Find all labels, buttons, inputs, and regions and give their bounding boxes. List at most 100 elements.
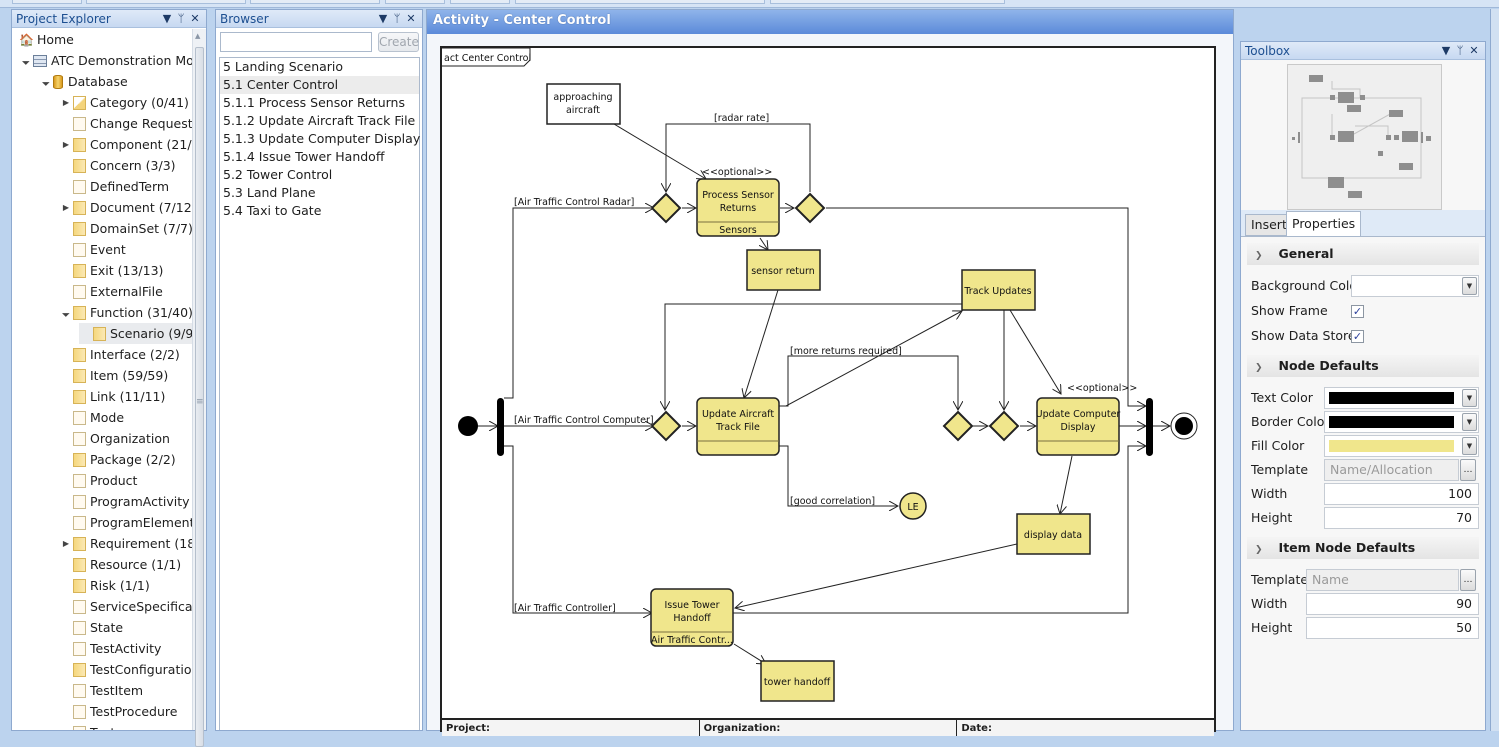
item-display-data[interactable] <box>1016 513 1091 555</box>
browser-list-item[interactable]: 5.3 Land Plane <box>223 185 316 200</box>
tab-insert[interactable]: Insert <box>1245 214 1293 236</box>
node-height-field[interactable]: 70 <box>1324 507 1479 529</box>
tree-item[interactable]: Item (59/59) <box>59 365 168 386</box>
tree-item[interactable]: State <box>59 617 123 638</box>
node-width-field[interactable]: 100 <box>1324 483 1479 505</box>
collapse-arrow-icon[interactable]: ▶ <box>62 140 70 149</box>
tree-item[interactable]: ▶Requirement (18/ <box>59 533 192 554</box>
dropdown-icon[interactable]: ▼ <box>1441 44 1451 57</box>
tree-item[interactable]: Package (2/2) <box>59 449 176 470</box>
item-approaching-aircraft[interactable] <box>546 83 621 125</box>
tree-item[interactable]: ▶Category (0/41) <box>59 92 189 113</box>
close-icon[interactable]: ✕ <box>190 12 200 25</box>
dropdown-arrow-icon[interactable]: ▼ <box>1462 437 1477 455</box>
dropdown-icon[interactable]: ▼ <box>378 12 388 25</box>
item-width-field[interactable]: 90 <box>1306 593 1479 615</box>
merge-node-track[interactable] <box>988 410 1020 442</box>
item-tower-handoff[interactable] <box>760 660 835 702</box>
browser-search-input[interactable] <box>220 32 372 52</box>
fork-bar[interactable] <box>497 398 504 456</box>
tree-item[interactable]: Resource (1/1) <box>59 554 181 575</box>
tree-item[interactable]: DomainSet (7/7) <box>59 218 192 239</box>
section-general[interactable]: ❯General <box>1247 243 1479 265</box>
pin-icon[interactable]: ᛘ <box>393 12 401 25</box>
template-browse-button[interactable]: … <box>1460 459 1476 481</box>
browser-list-item[interactable]: 5 Landing Scenario <box>223 59 344 74</box>
border-color-picker[interactable]: ▼ <box>1324 411 1479 433</box>
expand-arrow-icon[interactable]: ◢ <box>41 76 51 87</box>
section-node-defaults[interactable]: ❯Node Defaults <box>1247 355 1479 377</box>
tree-item[interactable]: Risk (1/1) <box>59 575 150 596</box>
toolbar-tab[interactable] <box>385 0 445 4</box>
toolbar-tab[interactable] <box>12 0 82 4</box>
tree-item[interactable]: Organization <box>59 428 170 449</box>
browser-list-item[interactable]: 5.1.2 Update Aircraft Track File <box>223 113 416 128</box>
browser-list-item[interactable]: 5.1 Center Control <box>220 76 419 94</box>
text-color-picker[interactable]: ▼ <box>1324 387 1479 409</box>
tree-item[interactable]: Scenario (9/9) <box>79 323 192 344</box>
close-icon[interactable]: ✕ <box>1469 44 1479 57</box>
dropdown-arrow-icon[interactable]: ▼ <box>1462 389 1477 407</box>
merge-node-computer[interactable] <box>650 410 682 442</box>
toolbar-tab[interactable] <box>86 0 246 4</box>
tree-item[interactable]: Product <box>59 470 137 491</box>
show-data-stores-checkbox[interactable]: ✓ <box>1351 330 1364 343</box>
tree-item[interactable]: ExternalFile <box>59 281 163 302</box>
scroll-up-icon[interactable]: ▲ <box>195 32 201 40</box>
pin-icon[interactable]: ᛘ <box>1456 44 1464 57</box>
browser-list-item[interactable]: 5.2 Tower Control <box>223 167 333 182</box>
merge-node-radar[interactable] <box>650 192 682 224</box>
diagram-overview-minimap[interactable] <box>1287 64 1442 210</box>
diagram-canvas[interactable]: act Center Control <box>440 46 1216 736</box>
fill-color-picker[interactable]: ▼ <box>1324 435 1479 457</box>
tree-item[interactable]: Link (11/11) <box>59 386 165 407</box>
expand-arrow-icon[interactable]: ◢ <box>61 307 71 318</box>
tree-item[interactable]: ◢Database <box>39 71 127 92</box>
vertical-scrollbar[interactable]: ▲ ≡ <box>192 29 206 747</box>
tree-item[interactable]: ProgramElement <box>59 512 192 533</box>
decision-node-radar-rate[interactable] <box>794 192 826 224</box>
template-browse-button[interactable]: … <box>1460 569 1476 591</box>
tree-item[interactable]: ServiceSpecificatic <box>59 596 192 617</box>
tree-item[interactable]: ▶Component (21/2 <box>59 134 192 155</box>
tree-item[interactable]: Mode <box>59 407 124 428</box>
tree-item[interactable]: Exit (13/13) <box>59 260 163 281</box>
browser-list-item[interactable]: 5.1.1 Process Sensor Returns <box>223 95 405 110</box>
tree-item[interactable]: Text <box>59 722 115 730</box>
tree-item[interactable]: Event <box>59 239 126 260</box>
toolbar-tab[interactable] <box>770 0 1005 4</box>
tree-item[interactable]: TestConfiguration <box>59 659 192 680</box>
loop-exit-node[interactable] <box>899 492 927 520</box>
merge-node-returns[interactable] <box>942 410 974 442</box>
tree-item[interactable]: ◢ATC Demonstration Mod <box>19 50 192 71</box>
expand-arrow-icon[interactable]: ◢ <box>21 55 31 66</box>
toolbar-tab[interactable] <box>515 0 765 4</box>
collapse-arrow-icon[interactable]: ▶ <box>62 539 70 548</box>
dropdown-icon[interactable]: ▼ <box>162 12 172 25</box>
toolbar-tab[interactable] <box>250 0 380 4</box>
pin-icon[interactable]: ᛘ <box>177 12 185 25</box>
tree-item[interactable]: TestItem <box>59 680 143 701</box>
show-frame-checkbox[interactable]: ✓ <box>1351 305 1364 318</box>
collapse-arrow-icon[interactable]: ▶ <box>62 98 70 107</box>
collapse-arrow-icon[interactable]: ▶ <box>62 203 70 212</box>
dropdown-arrow-icon[interactable]: ▼ <box>1462 413 1477 431</box>
dropdown-arrow-icon[interactable]: ▼ <box>1462 277 1477 295</box>
tree-item[interactable]: ProgramActivity <box>59 491 190 512</box>
item-sensor-return[interactable] <box>746 249 821 291</box>
create-button[interactable]: Create <box>378 32 419 52</box>
join-bar[interactable] <box>1146 398 1153 456</box>
tree-item[interactable]: Change Request P <box>59 113 192 134</box>
initial-node[interactable] <box>458 416 478 436</box>
tree-item[interactable]: DefinedTerm <box>59 176 169 197</box>
section-item-node-defaults[interactable]: ❯Item Node Defaults <box>1247 537 1479 559</box>
tab-properties[interactable]: Properties <box>1286 211 1362 236</box>
node-template-field[interactable]: Name/Allocation <box>1324 459 1459 481</box>
toolbar-tab[interactable] <box>450 0 510 4</box>
tree-item[interactable]: 🏠Home <box>19 29 74 50</box>
tree-item[interactable]: TestActivity <box>59 638 161 659</box>
browser-list-item[interactable]: 5.4 Taxi to Gate <box>223 203 322 218</box>
tree-item[interactable]: ◢Function (31/40) <box>59 302 192 323</box>
tree-item[interactable]: Concern (3/3) <box>59 155 176 176</box>
tree-item[interactable]: Interface (2/2) <box>59 344 180 365</box>
